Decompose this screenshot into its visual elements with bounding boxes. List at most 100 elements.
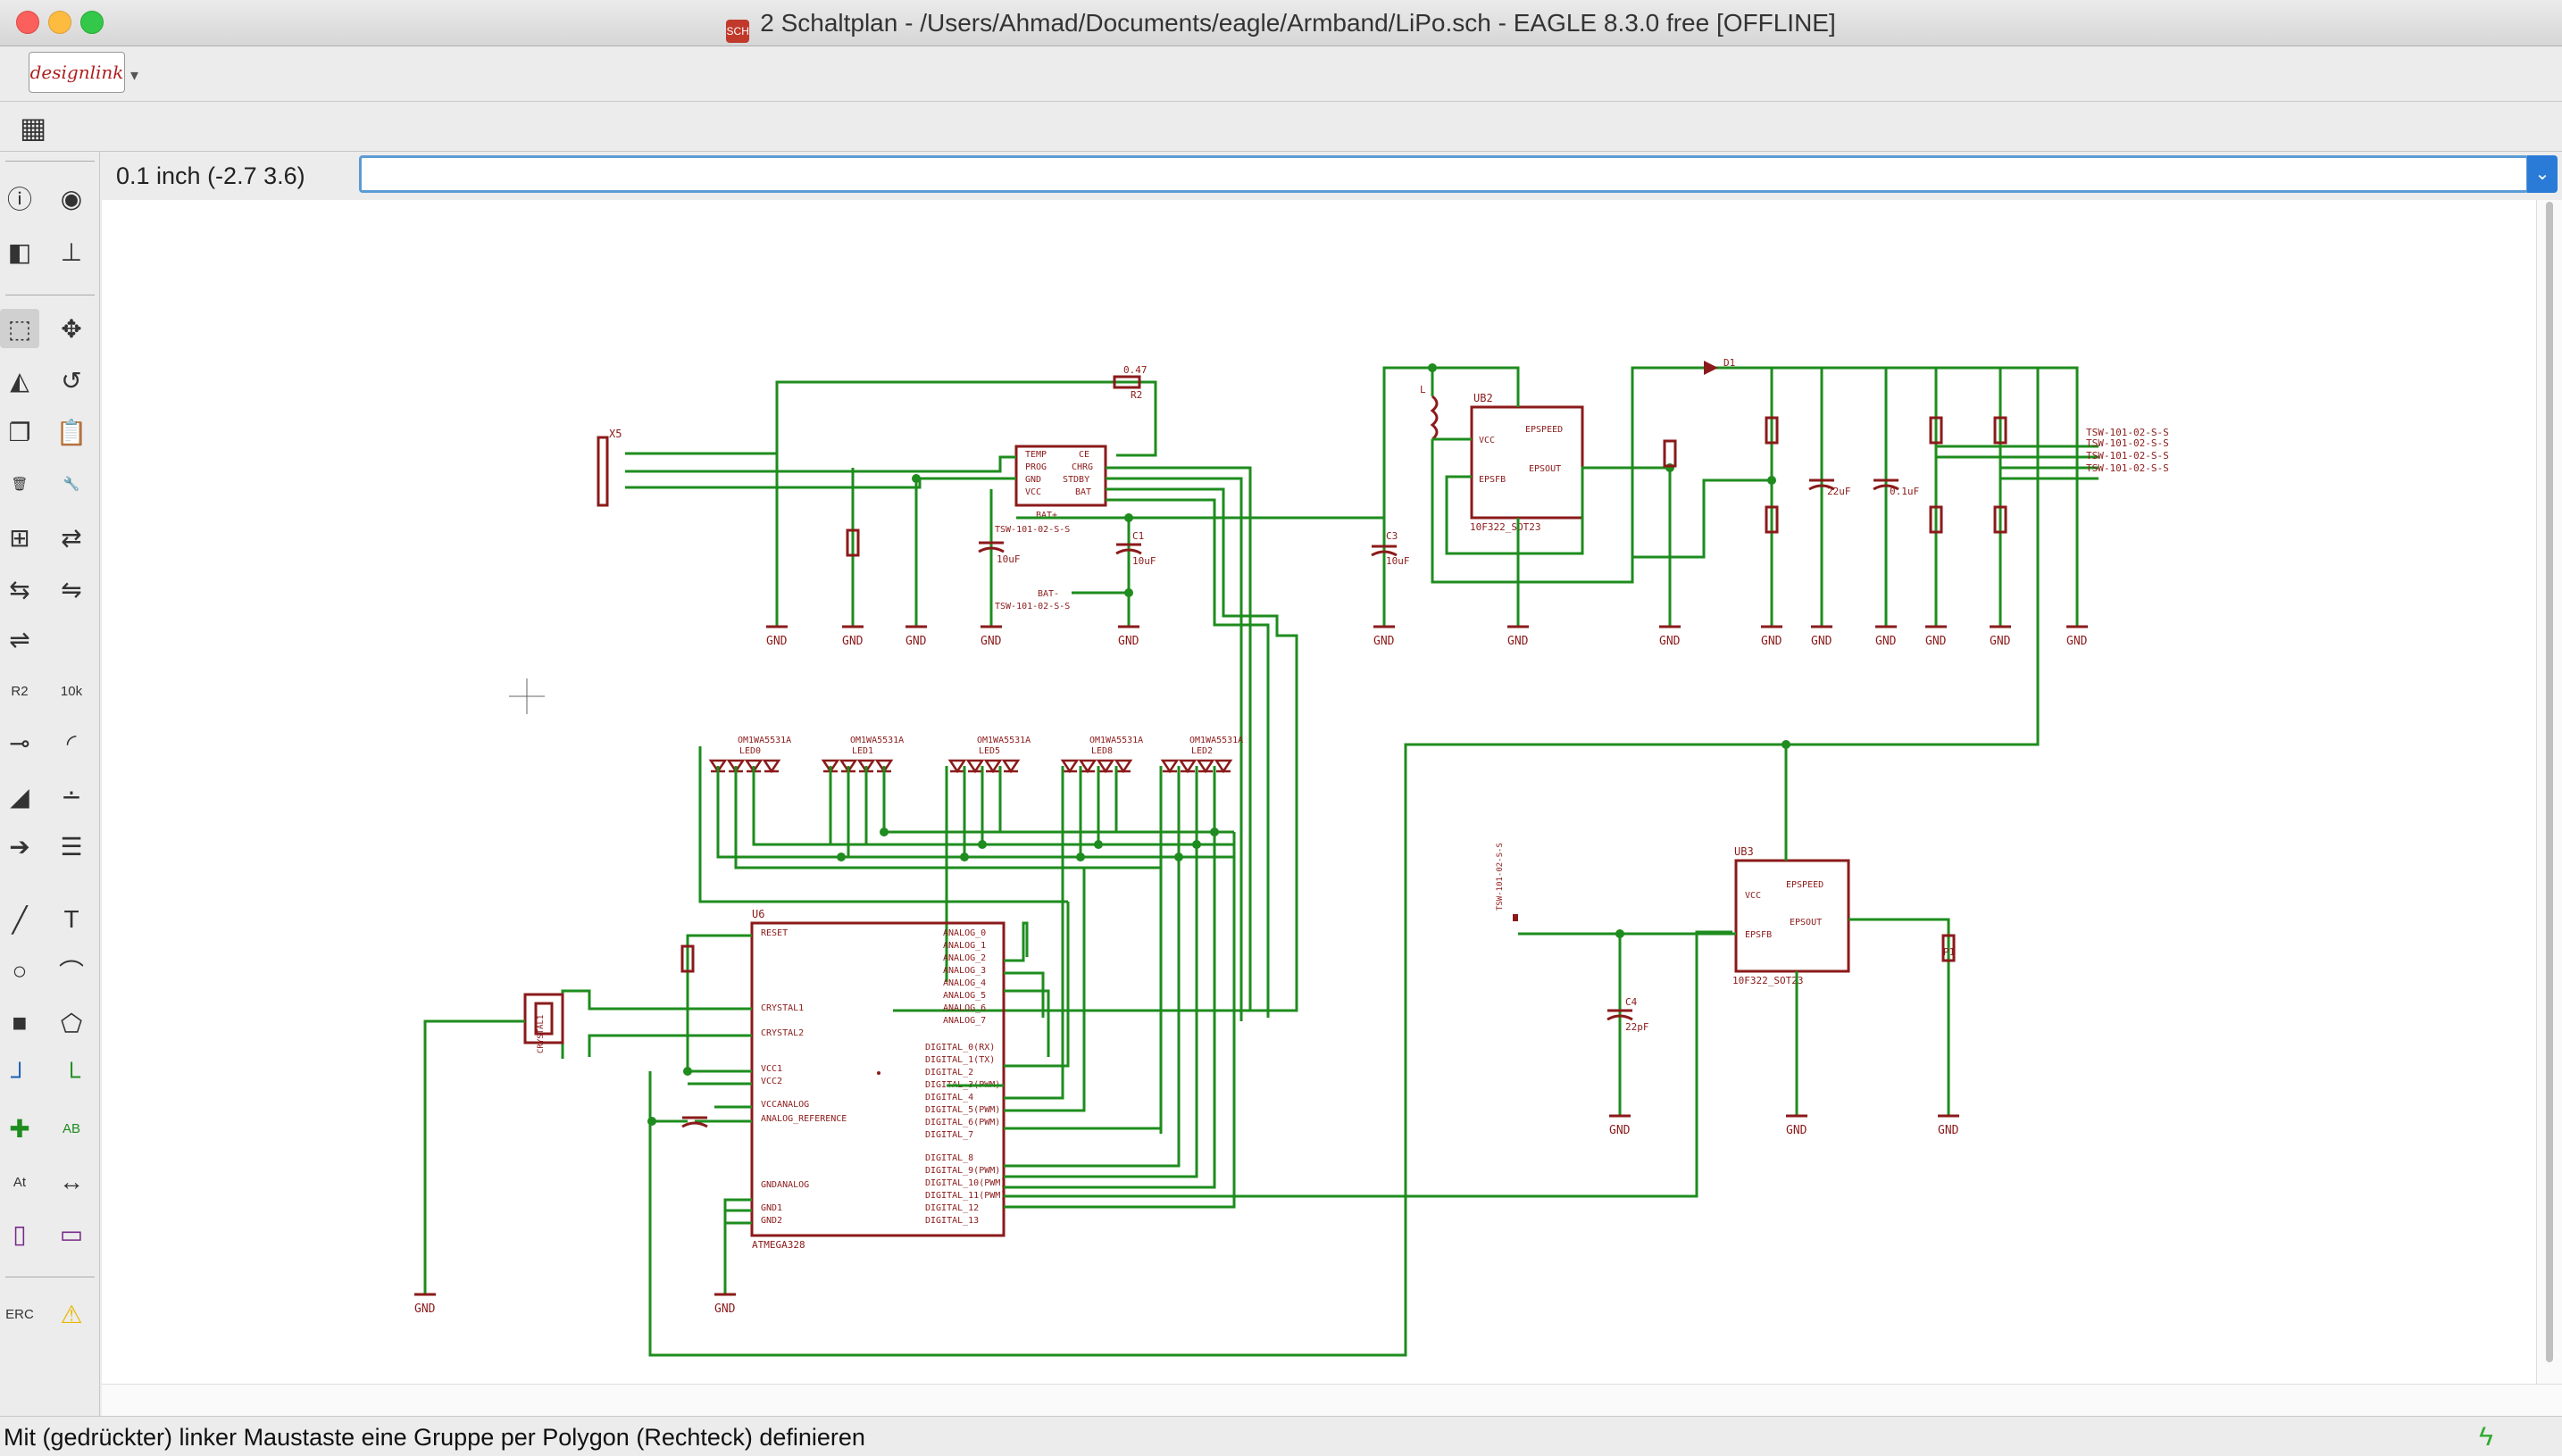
net-junction xyxy=(1094,840,1103,849)
net-wire xyxy=(882,766,1234,834)
delete-icon[interactable]: 🗑 xyxy=(11,477,29,492)
led-diode xyxy=(874,759,894,774)
pin-icon[interactable]: ➔ xyxy=(9,832,30,861)
resistor xyxy=(1663,439,1677,468)
toolbar-top: designlink ▾ xyxy=(0,46,2562,102)
swap-icon[interactable]: ⇆ xyxy=(9,575,30,603)
lightning-icon[interactable]: ϟ xyxy=(2479,1422,2493,1452)
gate-swap-icon[interactable]: ⇋ xyxy=(61,575,82,603)
paste-icon[interactable]: 📋 xyxy=(55,418,88,446)
warning-icon[interactable]: ⚠ xyxy=(60,1300,83,1328)
rect-icon[interactable]: ■ xyxy=(12,1009,28,1036)
part-label: LED1 xyxy=(852,746,873,756)
part-label: ANALOG_1 xyxy=(943,941,986,951)
net-junction xyxy=(647,1117,656,1126)
resistor xyxy=(1993,505,2007,534)
tool-palette: ⓘ ◉ ◧ ⊥ ⬚ ✥ ◭ ↺ ❐ 📋 🗑 🔧 ⊞ ⇄ ⇆ ⇋ ⇌ R2 10k ⊸ ◜ ◢ ∸ ➔ ☰ ╱ T ○ ⌒ ■ ⬠ ┘ └ ✚ AB A… xyxy=(0,152,100,1416)
net-junction xyxy=(683,1067,692,1076)
chevron-down-icon[interactable]: ▾ xyxy=(130,66,139,84)
resistor xyxy=(1993,416,2007,445)
change-icon[interactable]: 🔧 xyxy=(63,477,80,492)
frame-icon[interactable]: ▯ xyxy=(13,1219,27,1248)
miter-icon[interactable]: ◜ xyxy=(66,728,77,757)
show-icon[interactable]: ◉ xyxy=(60,184,83,212)
part-label: DIGITAL_4 xyxy=(925,1093,973,1102)
close-button[interactable] xyxy=(16,11,39,34)
split-icon[interactable]: ⊸ xyxy=(9,728,30,757)
rotate-icon[interactable]: ↺ xyxy=(61,366,82,395)
net-wire xyxy=(1004,868,1086,1112)
part-label: D1 xyxy=(1723,357,1735,369)
bus-draw-icon[interactable]: └ xyxy=(63,1062,80,1090)
junction-icon[interactable]: ✚ xyxy=(9,1114,30,1143)
net-wire xyxy=(1004,902,1070,1068)
command-history-dropdown[interactable]: ⌄ xyxy=(2527,155,2558,193)
group-icon[interactable]: ⬚ xyxy=(0,309,39,348)
dimension-icon[interactable]: ↔ xyxy=(59,1168,84,1195)
led-diode xyxy=(1214,759,1233,774)
part-label: VCCANALOG xyxy=(761,1100,809,1110)
erc-icon[interactable]: ERC xyxy=(5,1306,34,1322)
part-label: DIGITAL_0(RX) xyxy=(925,1043,995,1052)
net-junction xyxy=(978,840,987,849)
polygon-icon[interactable]: ⬠ xyxy=(60,1009,83,1037)
horizontal-scrollbar[interactable] xyxy=(102,1384,2562,1416)
part-label: U6 xyxy=(752,908,764,920)
part-label: DIGITAL_1(TX) xyxy=(925,1055,995,1065)
designlink-button[interactable]: designlink xyxy=(29,52,125,93)
slice-icon[interactable]: ◢ xyxy=(10,782,29,811)
optimize-icon[interactable]: ∸ xyxy=(61,782,82,811)
circle-icon[interactable]: ○ xyxy=(12,957,28,985)
net-wire xyxy=(686,934,752,1073)
resistor-p1 xyxy=(1941,934,1956,962)
attribute-icon[interactable]: At xyxy=(13,1174,27,1190)
module-icon[interactable]: ▭ xyxy=(59,1219,84,1248)
net-wire xyxy=(752,766,1234,846)
led-diode xyxy=(744,759,764,774)
mark-icon[interactable]: ⊥ xyxy=(60,237,83,266)
maximize-button[interactable] xyxy=(80,11,104,34)
led-diode xyxy=(1178,759,1198,774)
move-icon[interactable]: ✥ xyxy=(61,314,82,343)
part-label: BAT- xyxy=(1038,589,1059,599)
minimize-button[interactable] xyxy=(48,11,71,34)
status-message: Mit (gedrückter) linker Maustaste eine G… xyxy=(4,1424,865,1451)
net-wire xyxy=(893,466,1252,1012)
add-icon[interactable]: ⊞ xyxy=(9,523,30,552)
info-icon[interactable]: ⓘ xyxy=(6,186,32,213)
net-wire xyxy=(734,766,1161,869)
command-input[interactable] xyxy=(359,155,2529,193)
value-icon[interactable]: 10k xyxy=(60,683,83,699)
bus-icon[interactable]: ☰ xyxy=(60,832,83,861)
pin-marker xyxy=(1513,914,1518,921)
part-label: OM1WA5531A xyxy=(1189,736,1243,745)
label-icon[interactable]: AB xyxy=(62,1120,80,1136)
part-label: LED2 xyxy=(1191,746,1213,756)
capacitor-22uf xyxy=(1808,484,1835,491)
replace-icon[interactable]: ⇄ xyxy=(61,523,82,552)
net-icon[interactable]: ┘ xyxy=(11,1062,29,1090)
resistor xyxy=(1765,416,1779,445)
line-icon[interactable]: ╱ xyxy=(12,905,28,934)
net-wire xyxy=(1004,921,1029,962)
led-diode xyxy=(821,759,840,774)
net-wire xyxy=(1004,844,1198,1178)
layers-icon[interactable]: ◧ xyxy=(7,237,32,266)
diode-d1 xyxy=(1704,361,1718,375)
vertical-scrollbar[interactable] xyxy=(2536,200,2562,1384)
led-diode xyxy=(1160,759,1180,774)
arc-icon[interactable]: ⌒ xyxy=(58,959,84,986)
copy-icon[interactable]: ❐ xyxy=(8,418,31,446)
part-label: DIGITAL_5(PWM) xyxy=(925,1105,1000,1115)
grid-icon[interactable]: ▦ xyxy=(20,112,47,144)
part-label: OM1WA5531A xyxy=(977,736,1031,745)
net-wire xyxy=(1004,930,1732,1198)
vertical-scroll-thumb[interactable] xyxy=(2546,202,2553,1362)
mirror-icon[interactable]: ◭ xyxy=(10,366,29,395)
pin-swap-icon[interactable]: ⇌ xyxy=(9,625,30,653)
part-label: TSW-101-02-S-S xyxy=(2086,450,2169,462)
text-icon[interactable]: T xyxy=(63,905,79,933)
name-icon[interactable]: R2 xyxy=(11,683,29,699)
